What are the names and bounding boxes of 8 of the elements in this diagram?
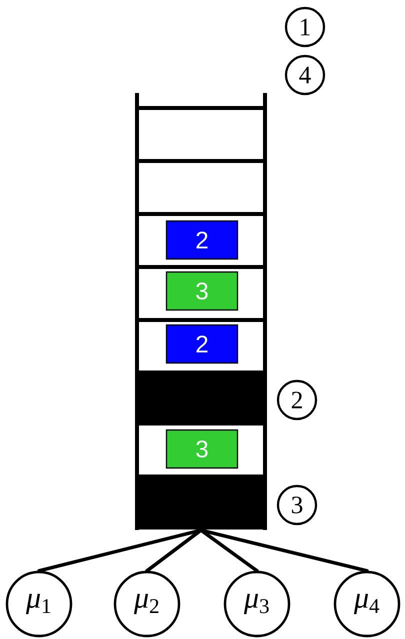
circled-number: 1 xyxy=(284,6,326,48)
job-box: 2 xyxy=(166,220,238,260)
circled-number: 2 xyxy=(276,380,318,420)
circled-number: 3 xyxy=(276,484,318,526)
circled-number: 4 xyxy=(284,54,326,96)
job-box: 3 xyxy=(166,429,238,469)
job-box: 3 xyxy=(166,271,238,311)
job-box: 2 xyxy=(166,324,238,364)
